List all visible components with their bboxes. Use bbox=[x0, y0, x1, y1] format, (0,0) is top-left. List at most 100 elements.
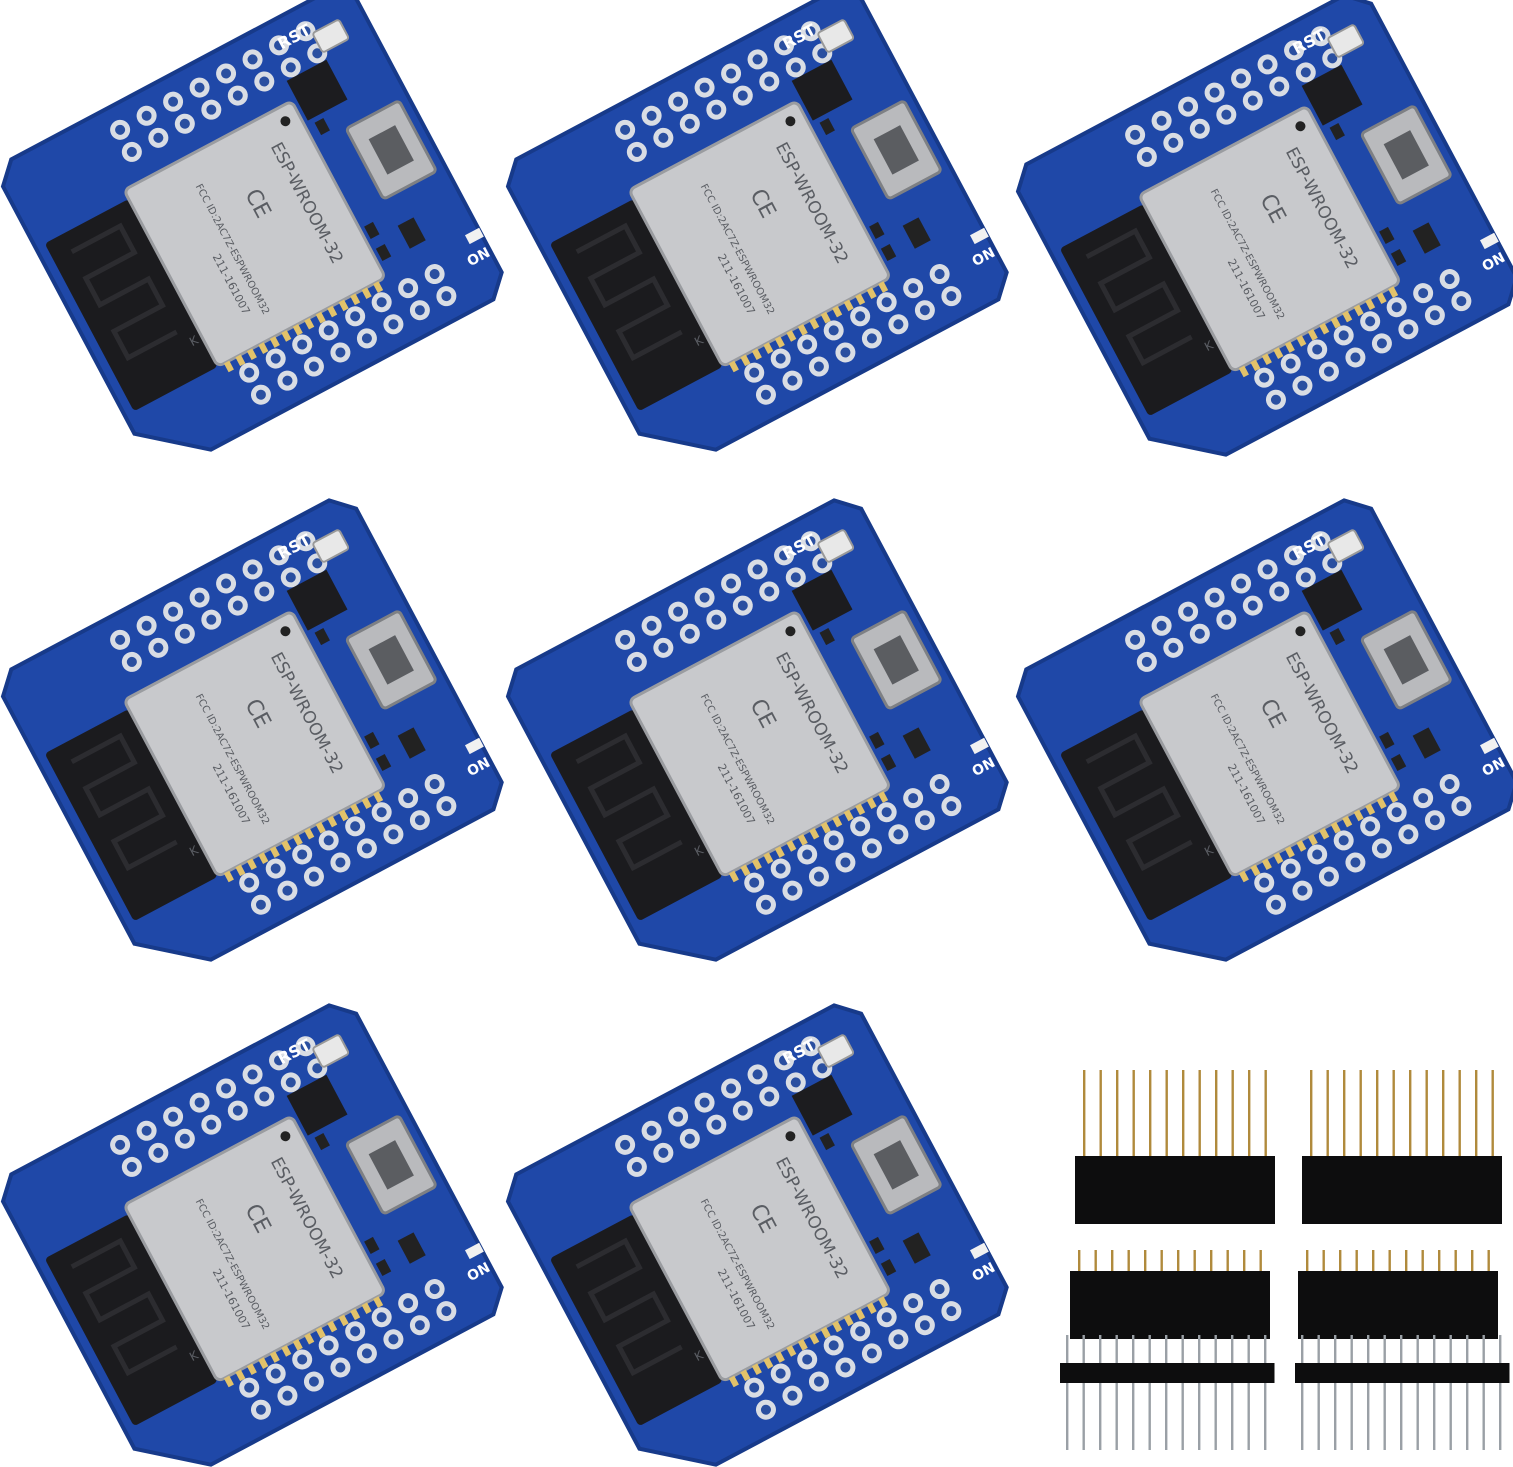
header-pin bbox=[1372, 1250, 1375, 1275]
module-pin bbox=[1330, 821, 1341, 834]
module-pin bbox=[1238, 365, 1249, 378]
module-pin bbox=[1353, 304, 1364, 317]
module-pin bbox=[728, 360, 739, 373]
power-led bbox=[1479, 232, 1499, 250]
module-pins bbox=[223, 1296, 384, 1388]
module-pin bbox=[763, 342, 774, 354]
module-pin bbox=[373, 791, 384, 803]
header-pin bbox=[1392, 1070, 1395, 1160]
module-pin bbox=[751, 1363, 762, 1376]
module-pin bbox=[292, 834, 303, 846]
header-pin bbox=[1339, 1250, 1342, 1275]
module-pin bbox=[223, 1375, 234, 1388]
power-led bbox=[969, 227, 989, 245]
module-pins bbox=[1238, 286, 1399, 378]
module-pin bbox=[786, 840, 797, 852]
pin-headers bbox=[1040, 1060, 1510, 1460]
module-pin bbox=[786, 330, 797, 342]
board-8: K ESP-WROOM-32 FCC ID:2AC7Z-ESPWROOM32 2… bbox=[505, 1003, 1009, 1467]
module-pin bbox=[292, 1339, 303, 1351]
header-pin bbox=[1115, 1335, 1118, 1450]
module-pin bbox=[246, 1363, 257, 1376]
header-body bbox=[1302, 1156, 1502, 1224]
antenna-area bbox=[1061, 205, 1232, 415]
module-pin bbox=[1388, 791, 1399, 803]
module-pin bbox=[1388, 286, 1399, 298]
board-svg: K ESP-WROOM-32 FCC ID:2AC7Z-ESPWROOM32 2… bbox=[1015, 498, 1513, 962]
esp32-shield bbox=[124, 1116, 385, 1382]
module-pin bbox=[1273, 347, 1284, 359]
header-pin bbox=[1144, 1250, 1147, 1275]
module-pin bbox=[843, 809, 854, 822]
header-pin bbox=[1334, 1335, 1337, 1450]
module-pin bbox=[1238, 870, 1249, 883]
module-pin bbox=[1342, 815, 1353, 828]
header-pin bbox=[1322, 1250, 1325, 1275]
module-pin bbox=[292, 324, 303, 336]
board-svg: K ESP-WROOM-32 FCC ID:2AC7Z-ESPWROOM32 2… bbox=[0, 1003, 504, 1467]
module-pin bbox=[866, 287, 877, 300]
module-pin bbox=[269, 846, 280, 858]
board-7: K ESP-WROOM-32 FCC ID:2AC7Z-ESPWROOM32 2… bbox=[0, 1003, 504, 1467]
header-pin bbox=[1400, 1335, 1403, 1450]
module-pin bbox=[1296, 335, 1307, 347]
module-pin bbox=[315, 311, 326, 324]
module-pin bbox=[1261, 858, 1272, 871]
reset-button bbox=[1327, 529, 1365, 563]
module-pin bbox=[832, 1320, 843, 1333]
header-pin bbox=[1243, 1250, 1246, 1275]
reset-button bbox=[817, 529, 855, 563]
module-pin bbox=[774, 1351, 785, 1363]
antenna-area bbox=[1061, 710, 1232, 920]
module-pin bbox=[315, 1326, 326, 1339]
header-pin bbox=[1127, 1250, 1130, 1275]
header-pin bbox=[1181, 1335, 1184, 1450]
pin-pads-top bbox=[615, 21, 833, 162]
long-female-header-right bbox=[1302, 1070, 1502, 1224]
header-pin bbox=[1210, 1250, 1213, 1275]
module-pin bbox=[797, 1339, 808, 1351]
header-pin bbox=[1326, 1070, 1329, 1160]
module-pin bbox=[258, 342, 269, 354]
board-svg: K ESP-WROOM-32 FCC ID:2AC7Z-ESPWROOM32 2… bbox=[505, 498, 1009, 962]
module-pin bbox=[1365, 803, 1376, 816]
module-pin bbox=[338, 1314, 349, 1327]
pin-pads-bottom bbox=[1254, 269, 1472, 410]
pin-pads-top bbox=[110, 531, 328, 672]
esp32-shield bbox=[124, 101, 385, 367]
module-pin bbox=[235, 354, 246, 367]
module-pin bbox=[855, 293, 866, 306]
module-pin bbox=[327, 1320, 338, 1333]
module-pin bbox=[269, 336, 280, 348]
antenna-area bbox=[551, 200, 722, 410]
board-4: K ESP-WROOM-32 FCC ID:2AC7Z-ESPWROOM32 2… bbox=[0, 498, 504, 962]
module-pin bbox=[809, 317, 820, 330]
board-svg: K ESP-WROOM-32 FCC ID:2AC7Z-ESPWROOM32 2… bbox=[505, 1003, 1009, 1467]
module-pin bbox=[843, 299, 854, 312]
header-body bbox=[1075, 1156, 1275, 1224]
usb-uart-chip bbox=[286, 1074, 348, 1136]
module-pin bbox=[327, 815, 338, 828]
header-pin bbox=[1421, 1250, 1424, 1275]
header-pin bbox=[1193, 1250, 1196, 1275]
header-pin bbox=[1416, 1335, 1419, 1450]
module-pin bbox=[304, 827, 315, 840]
header-pin bbox=[1231, 1070, 1234, 1160]
antenna-area bbox=[46, 1215, 217, 1425]
board-2: K ESP-WROOM-32 FCC ID:2AC7Z-ESPWROOM32 2… bbox=[505, 0, 1009, 452]
header-pin bbox=[1247, 1335, 1250, 1450]
header-pin bbox=[1264, 1335, 1267, 1450]
pin-pads-bottom bbox=[744, 264, 962, 405]
header-pin bbox=[1471, 1250, 1474, 1275]
module-pin bbox=[361, 287, 372, 300]
header-pin bbox=[1487, 1250, 1490, 1275]
module-pin bbox=[361, 1302, 372, 1315]
header-pin bbox=[1066, 1335, 1069, 1450]
antenna-area bbox=[551, 710, 722, 920]
header-pin bbox=[1082, 1335, 1085, 1450]
module-pin bbox=[1376, 797, 1387, 810]
header-pin bbox=[1132, 1335, 1135, 1450]
module-pin bbox=[235, 1369, 246, 1382]
header-pin bbox=[1264, 1070, 1267, 1160]
board-svg: K ESP-WROOM-32 FCC ID:2AC7Z-ESPWROOM32 2… bbox=[1015, 0, 1513, 457]
